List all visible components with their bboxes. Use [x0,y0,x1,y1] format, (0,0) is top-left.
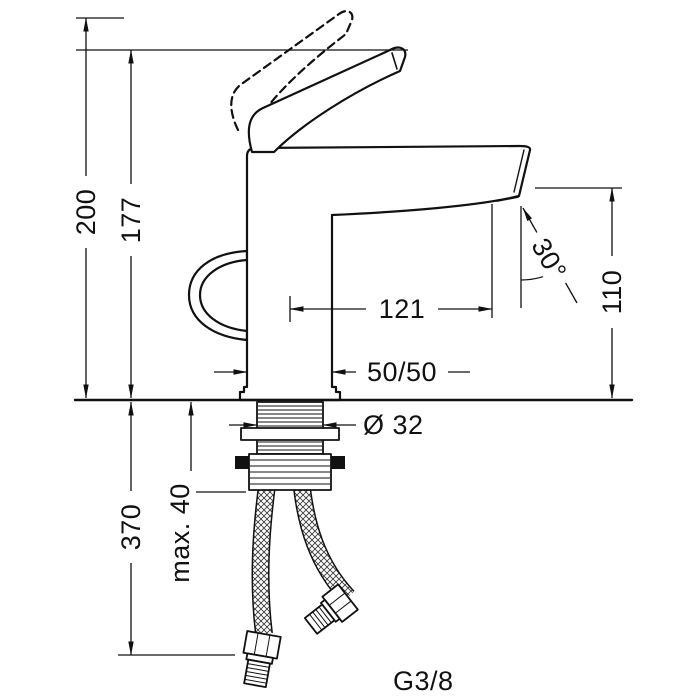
hose-fitting-right [303,583,359,635]
dim-label-outlet-height: 110 [597,270,627,315]
label-mask [522,226,576,292]
dim-label-spout-top-height: 177 [116,197,146,244]
fitting-thread-hatching [309,606,332,631]
under-counter-assembly [235,401,359,689]
aerator-outlet [496,196,519,202]
dim-label-connection-thread: G3/8 [393,666,454,696]
label-mask [115,491,147,563]
dimension-labels: 200 177 370 max. 40 110 121 50/50 Ø 32 [70,176,628,696]
dim-label-base-size: 50/50 [367,357,437,387]
hose-fitting-left [242,630,282,689]
fitting-thread-hatching [244,663,270,684]
supply-hose-left [251,476,277,636]
lever-handle-raised-position [230,10,354,134]
label-mask [356,357,448,387]
label-mask [70,176,102,248]
dim-label-overall-height: 200 [71,189,101,236]
lever-tip-detail [391,52,398,70]
label-mask [596,256,628,328]
nut-ridges [250,459,330,485]
faucet-outline [73,10,634,402]
nut-wing-left [235,456,249,469]
label-mask [115,184,147,256]
dim-label-hose-length: 370 [116,504,146,551]
label-mask [366,294,438,324]
mounting-nut [235,453,345,491]
label-mask [164,471,196,595]
dim-label-deck-thickness: max. 40 [165,483,195,583]
mounting-washer [240,427,340,441]
faucet-body-and-spout [238,144,532,402]
nut-wing-right [331,456,345,469]
dim-label-hole-diameter: Ø 32 [363,410,424,440]
lever-handle [247,46,407,154]
dim-label-spout-reach: 121 [379,294,426,324]
spout-tip-inner-line [513,149,525,193]
